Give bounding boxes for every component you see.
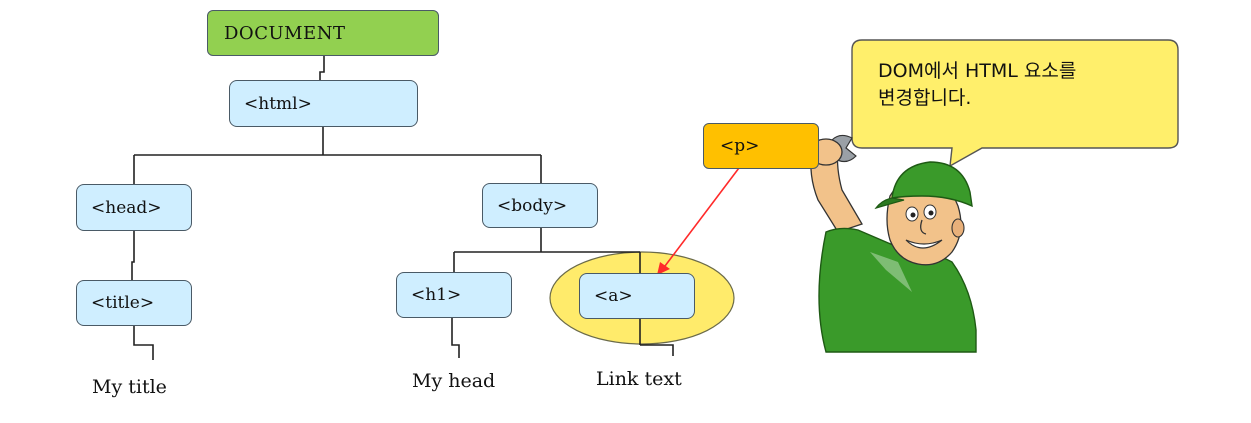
speech-bubble-icon bbox=[851, 39, 1179, 168]
edge-html-children bbox=[133, 127, 542, 184]
edge-a-text bbox=[640, 344, 674, 356]
node-a: <a> bbox=[579, 273, 695, 319]
speech-bubble-line-2: 변경합니다. bbox=[878, 87, 972, 109]
edge-title-text bbox=[133, 326, 154, 360]
node-document: DOCUMENT bbox=[207, 10, 439, 56]
node-h1: <h1> bbox=[396, 272, 512, 318]
node-p: <p> bbox=[703, 123, 819, 169]
node-html: <html> bbox=[229, 80, 418, 127]
speech-bubble-line-1: DOM에서 HTML 요소를 bbox=[878, 60, 1077, 82]
arrow-head-icon bbox=[657, 262, 670, 275]
edge-head-title bbox=[131, 231, 135, 280]
edge-document-html bbox=[319, 56, 325, 80]
leaf-a-text: Link text bbox=[596, 368, 682, 390]
speech-bubble-text: DOM에서 HTML 요소를 변경합니다. bbox=[878, 58, 1178, 112]
node-head: <head> bbox=[76, 184, 192, 231]
edge-body-children bbox=[453, 228, 641, 345]
node-title: <title> bbox=[76, 280, 192, 326]
leaf-title-text: My title bbox=[92, 376, 167, 398]
node-body: <body> bbox=[482, 183, 598, 228]
arrow-line bbox=[664, 159, 746, 267]
edge-h1-text bbox=[451, 318, 460, 358]
leaf-h1-text: My head bbox=[412, 370, 496, 392]
